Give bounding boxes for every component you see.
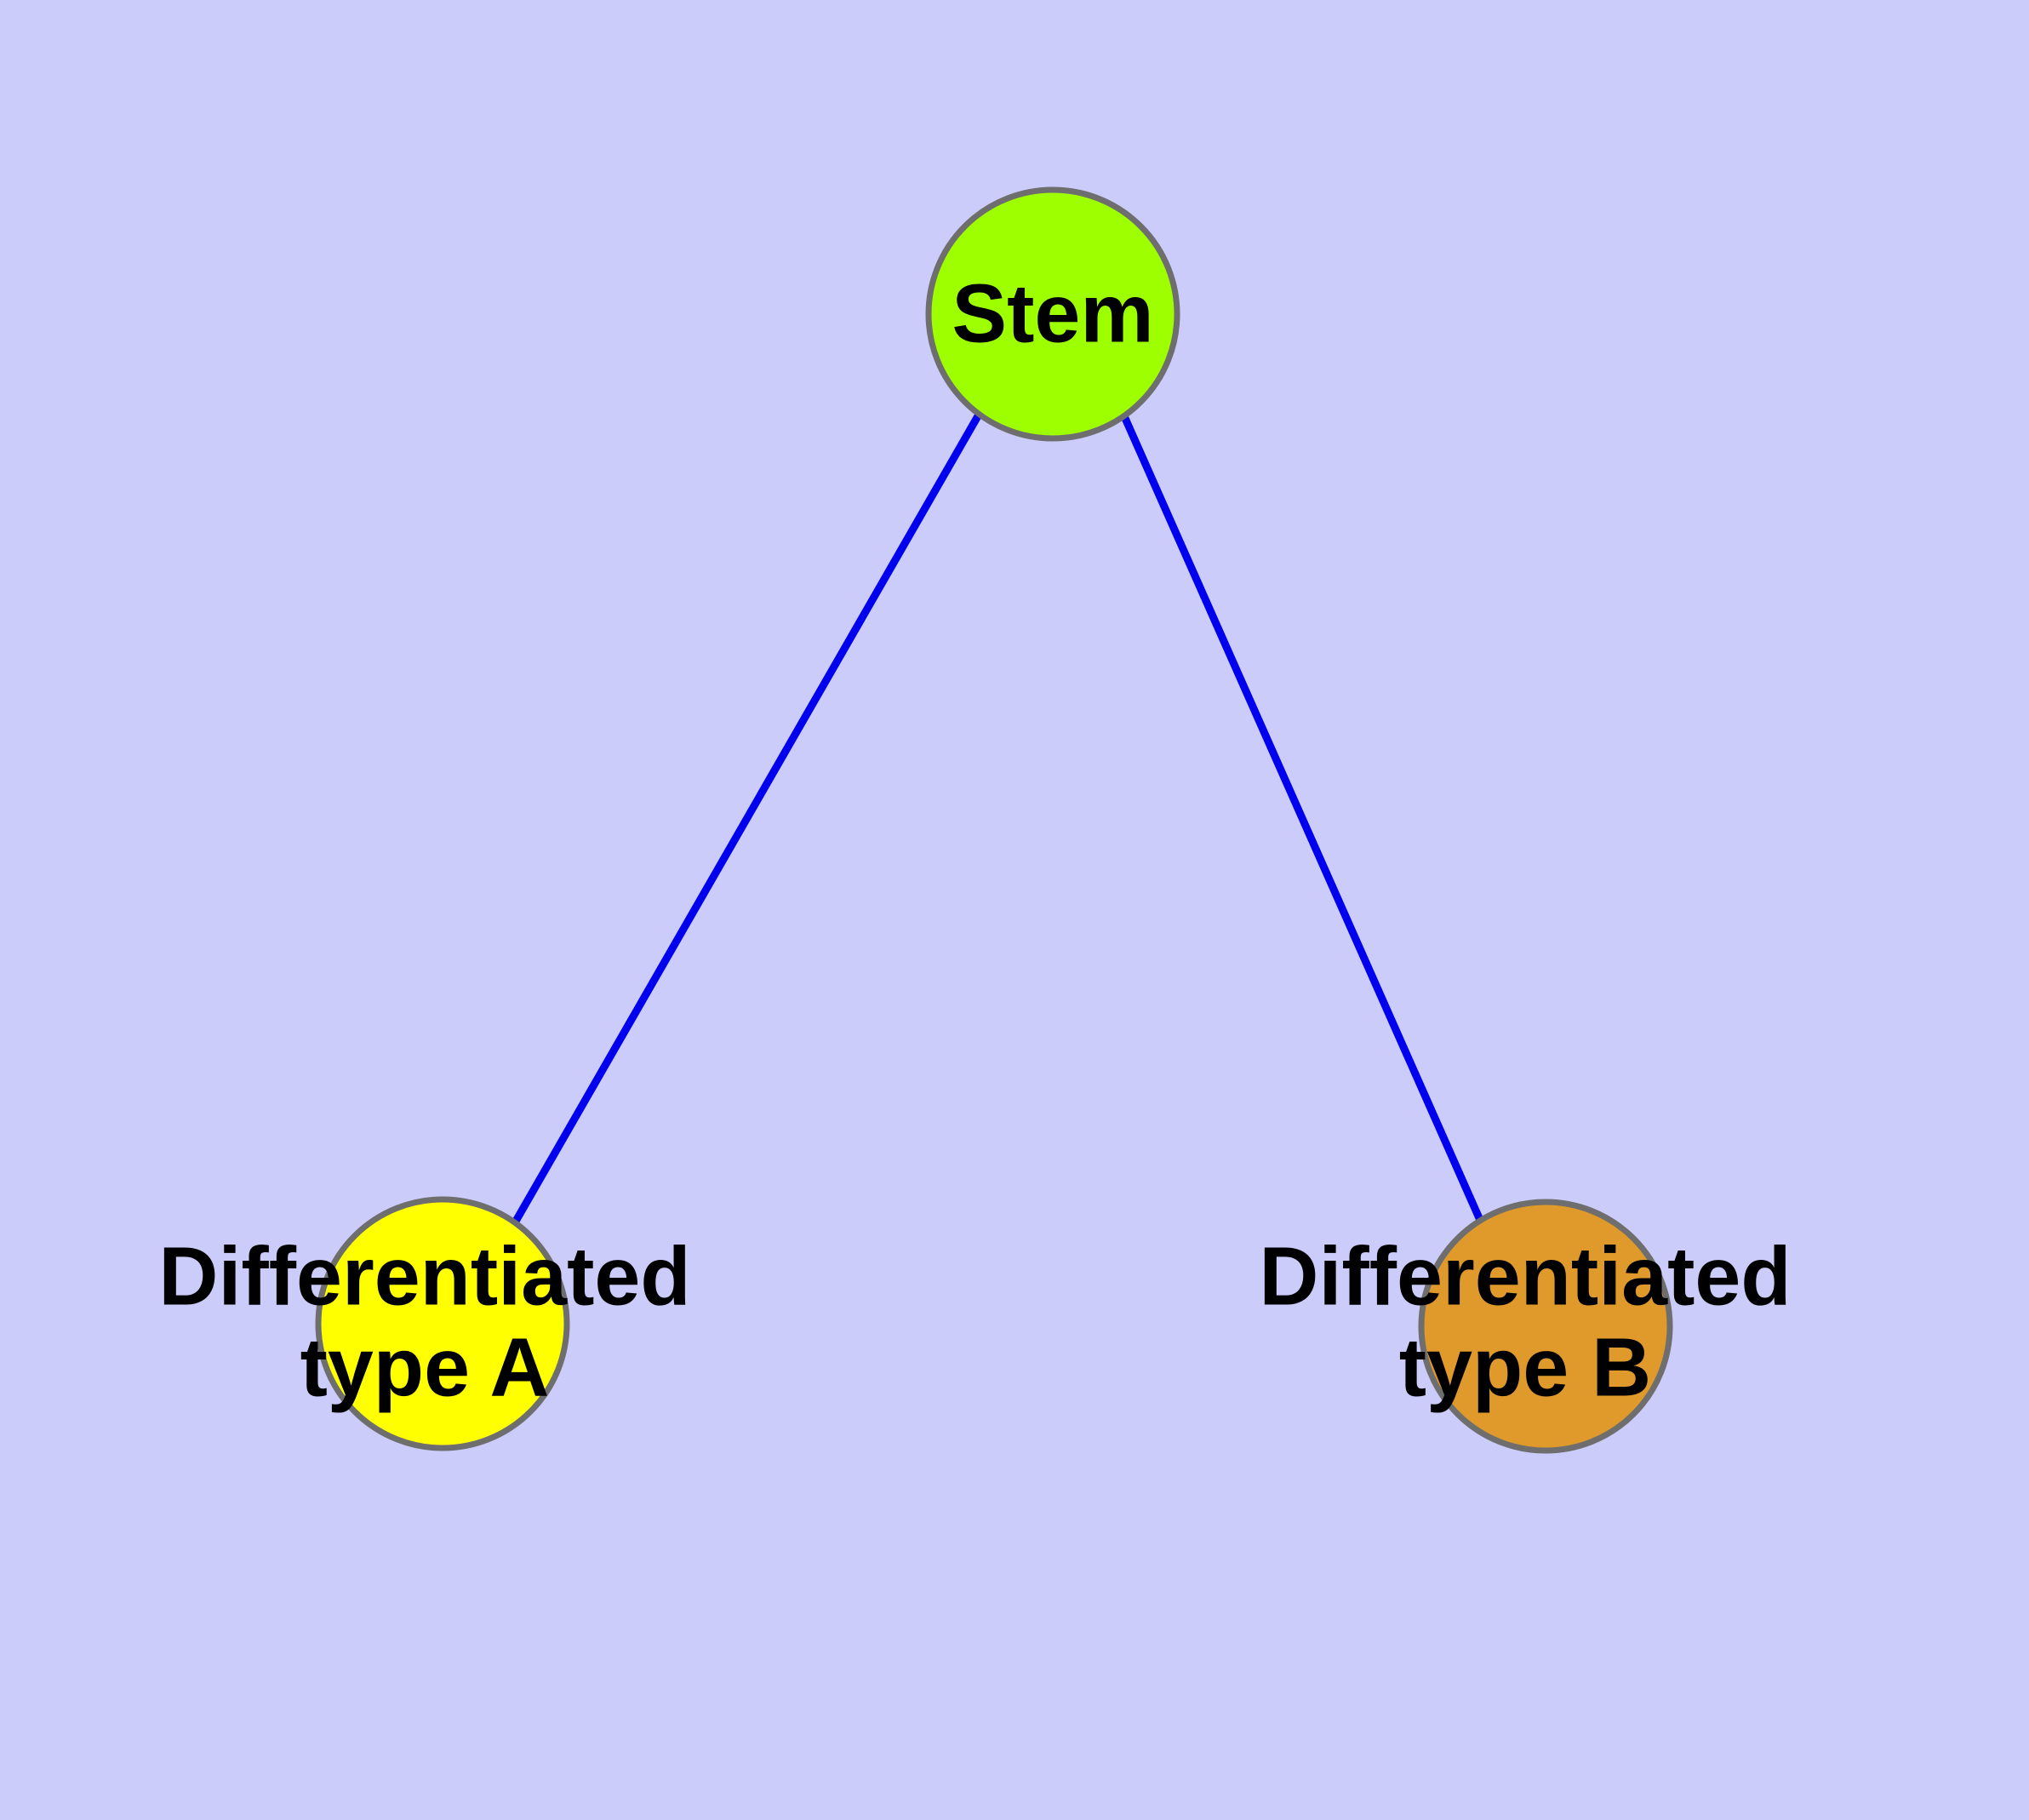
node-differentiated-type-a-label-line2: type A [300,1321,550,1414]
edge-stem-to-differentiated-type-a [511,412,982,1227]
node-stem-label: Stem [952,267,1153,360]
labels-layer: Stem Differentiated type A Differentiate… [158,267,1791,1414]
node-differentiated-type-b-circle[interactable] [1418,1199,1673,1454]
edge-stem-to-differentiated-type-b [1120,415,1487,1228]
node-differentiated-type-b-label-line1: Differentiated [1259,1230,1791,1323]
node-differentiated-type-b[interactable] [1418,1199,1673,1454]
node-differentiated-type-a-circle[interactable] [315,1196,570,1451]
node-differentiated-type-b-label-line2: type B [1399,1321,1651,1414]
edges-layer [511,412,1487,1228]
node-stem[interactable] [925,186,1180,442]
nodes-layer [315,186,1673,1454]
node-stem-circle[interactable] [925,186,1180,442]
node-differentiated-type-a-label-line1: Differentiated [158,1230,690,1323]
node-differentiated-type-a[interactable] [315,1196,570,1451]
